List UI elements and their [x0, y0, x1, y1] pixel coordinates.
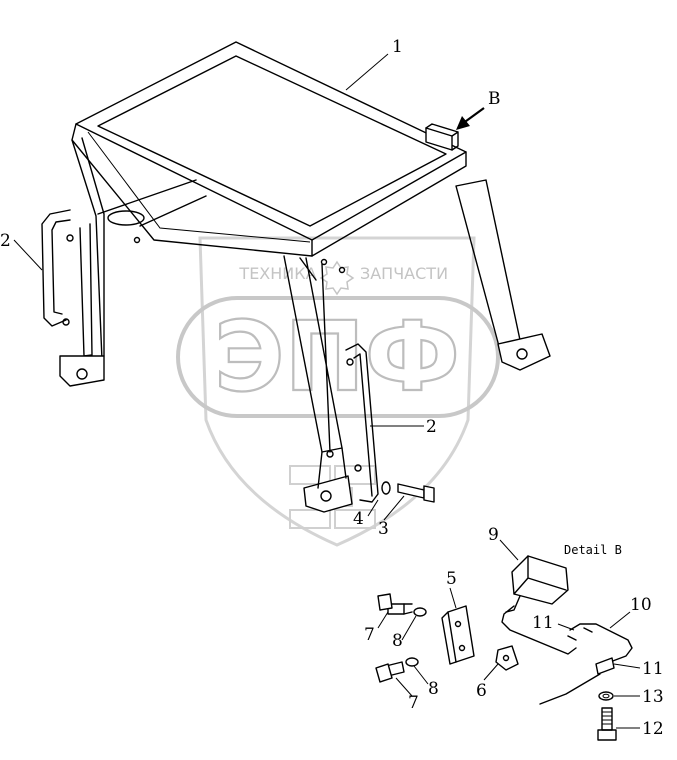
front-grab-handle	[345, 343, 379, 503]
callout-11-upper: 11	[532, 613, 554, 633]
canopy-assembly	[41, 41, 551, 513]
canopy-left-fascia	[71, 123, 313, 257]
canopy-front-fascia	[311, 151, 467, 257]
clip-washer	[598, 691, 614, 701]
callout-2-upper: 2	[0, 231, 11, 251]
callout-2-lower: 2	[426, 417, 437, 437]
detail-b-assembly	[375, 555, 633, 741]
front-leg-base	[303, 475, 353, 513]
rear-right-leg-base	[497, 333, 551, 371]
watermark-gear-icon	[319, 260, 355, 296]
lamp-stay	[495, 645, 519, 671]
callout-7-upper: 7	[364, 625, 375, 645]
mount-bolt	[397, 483, 425, 499]
view-b-arrow	[456, 107, 485, 130]
lamp-wire	[501, 605, 577, 655]
callout-7-lower: 7	[408, 693, 419, 713]
mount-washer	[381, 481, 391, 495]
callout-8-lower: 8	[428, 679, 439, 699]
front-leg	[283, 255, 343, 453]
harness-clip	[595, 657, 615, 675]
lamp-bracket	[447, 605, 475, 663]
detail-b-label: Detail B	[564, 543, 622, 557]
callouts: 1 B 2 2 4 3 9 Detail B 5 10 11 7 8 11 8 …	[0, 37, 664, 739]
bracket-washer-lower	[405, 657, 419, 667]
watermark-shield-outline	[198, 236, 476, 547]
arrow-head-icon	[456, 116, 470, 130]
canopy-under-beam	[97, 179, 207, 227]
callout-1: 1	[392, 37, 403, 57]
rear-left-leg	[71, 137, 105, 361]
callout-5: 5	[446, 569, 457, 589]
clip-bolt	[601, 707, 613, 731]
callout-13: 13	[642, 687, 664, 707]
callout-8-upper: 8	[392, 631, 403, 651]
callout-12: 12	[642, 719, 664, 739]
wire-harness	[569, 623, 633, 663]
watermark-left-text: ТЕХНИКА	[238, 264, 316, 283]
rear-left-leg-base	[59, 355, 105, 387]
leader-lines	[13, 53, 641, 729]
canopy-slot	[107, 210, 145, 226]
callout-9: 9	[488, 525, 499, 545]
callout-10: 10	[630, 595, 652, 615]
watermark-title: ЭПФ	[214, 301, 460, 413]
watermark-right-text: ЗАПЧАСТИ	[360, 264, 448, 283]
watermark-frame	[176, 296, 500, 418]
canopy-roof-panel	[97, 55, 447, 227]
callout-6: 6	[476, 681, 487, 701]
bracket-washer-upper	[413, 607, 427, 617]
left-grab-handle	[41, 209, 71, 327]
callout-b: B	[488, 89, 501, 109]
callout-3: 3	[378, 519, 389, 539]
callout-11-lower: 11	[642, 659, 664, 679]
callout-4: 4	[353, 509, 364, 529]
